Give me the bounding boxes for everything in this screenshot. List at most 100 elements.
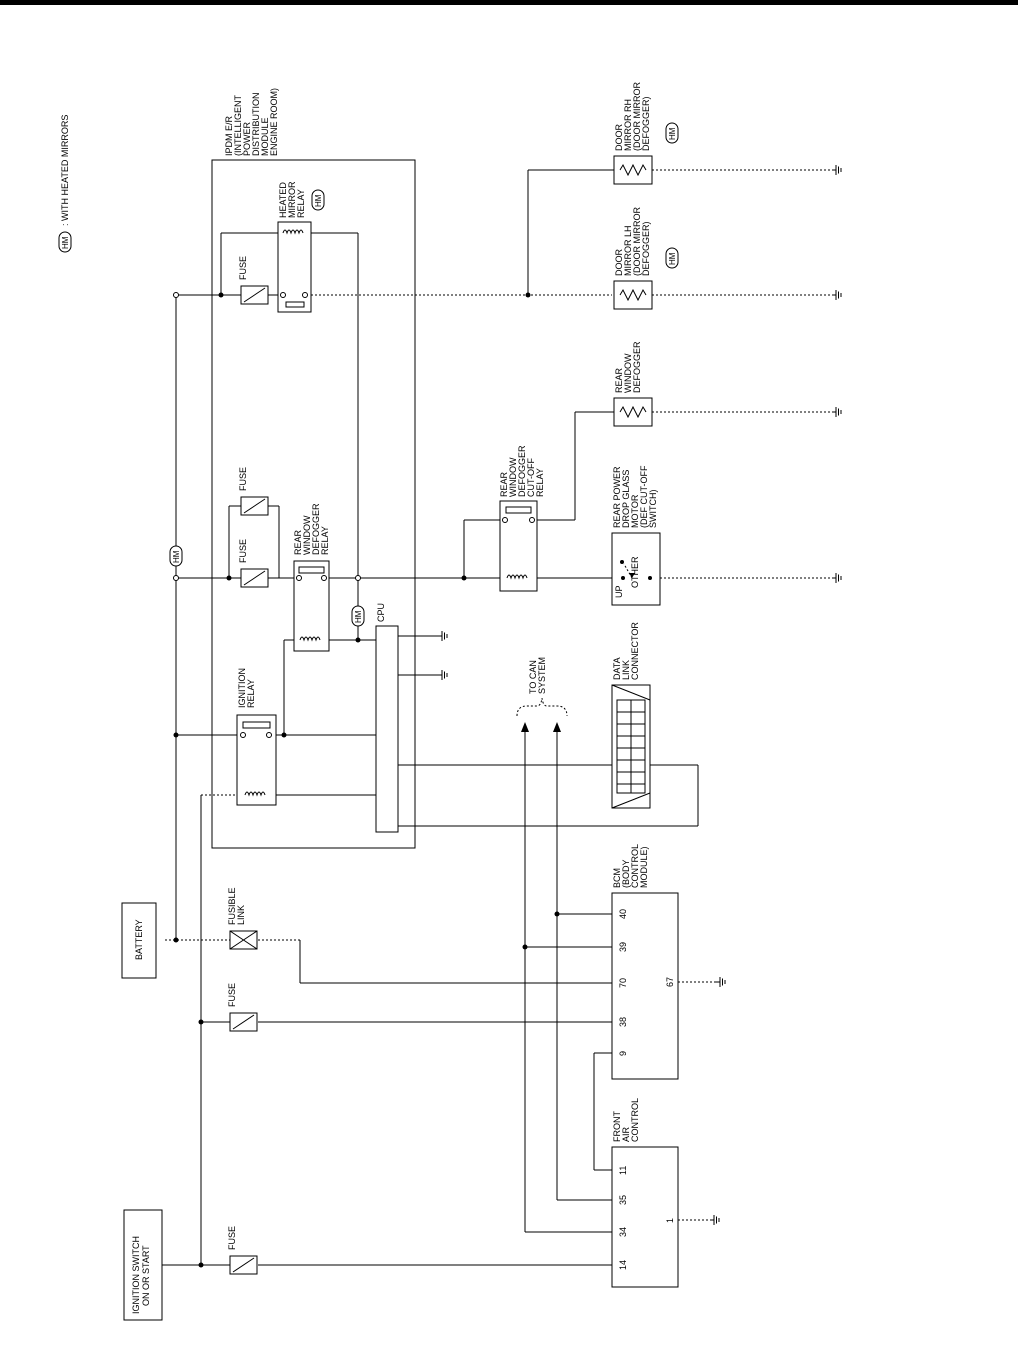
bcm-pin: 38 [618, 1017, 628, 1027]
svg-text:SYSTEM: SYSTEM [537, 657, 547, 694]
rear-window-defogger-relay: REAR WINDOW DEFOGGER RELAY [293, 503, 330, 652]
svg-text:FUSE: FUSE [227, 983, 237, 1007]
legend-text: : WITH HEATED MIRRORS [60, 115, 70, 226]
fac-pin: 11 [618, 1166, 628, 1175]
svg-text:IGNITION SWITCH: IGNITION SWITCH [131, 1236, 141, 1314]
svg-text:CONTROL: CONTROL [630, 844, 640, 888]
svg-text:IGNITION: IGNITION [237, 668, 247, 708]
svg-text:RELAY: RELAY [320, 526, 330, 555]
svg-text:(DOOR MIRROR: (DOOR MIRROR [632, 82, 642, 151]
svg-text:FUSIBLE: FUSIBLE [227, 887, 237, 925]
fuse-ignition: FUSE [227, 1226, 258, 1275]
bcm-pin: 67 [665, 977, 675, 987]
svg-text:ON OR START: ON OR START [141, 1245, 151, 1306]
svg-text:REAR: REAR [614, 367, 624, 393]
svg-text:FUSE: FUSE [227, 1226, 237, 1250]
page-top-rule [0, 0, 1018, 5]
legend-badge: HM [61, 236, 70, 249]
svg-text:HM: HM [354, 610, 363, 623]
svg-text:(DEF CUT-OFF: (DEF CUT-OFF [639, 465, 649, 528]
svg-text:WINDOW: WINDOW [302, 515, 312, 555]
svg-text:CPU: CPU [376, 603, 386, 622]
svg-text:SWITCH): SWITCH) [648, 490, 658, 529]
svg-text:FUSE: FUSE [238, 467, 248, 491]
svg-text:BATTERY: BATTERY [134, 919, 144, 960]
svg-text:DEFOGGER: DEFOGGER [632, 341, 642, 393]
bcm-pin: 39 [618, 942, 628, 952]
svg-text:BCM: BCM [612, 868, 622, 888]
svg-text:ENGINE ROOM): ENGINE ROOM) [269, 88, 279, 156]
svg-text:WINDOW: WINDOW [508, 457, 518, 497]
fac-pin: 14 [618, 1260, 628, 1270]
svg-text:(DOOR MIRROR: (DOOR MIRROR [632, 207, 642, 276]
front-air-control-box: FRONT AIR CONTROL 11 35 34 14 1 [611, 1098, 679, 1288]
svg-text:DROP GLASS: DROP GLASS [621, 470, 631, 528]
svg-text:LINK: LINK [236, 905, 246, 925]
svg-text:REAR: REAR [499, 471, 509, 497]
svg-text:WINDOW: WINDOW [623, 353, 633, 393]
svg-text:DATA: DATA [612, 657, 622, 680]
svg-text:MIRROR RH: MIRROR RH [623, 99, 633, 151]
svg-text:RELAY: RELAY [535, 468, 545, 497]
svg-text:HM: HM [172, 550, 181, 563]
door-mirror-lh: DOOR MIRROR LH (DOOR MIRROR DEFOGGER) [613, 207, 653, 310]
svg-text:DISTRIBUTION: DISTRIBUTION [251, 92, 261, 156]
bcm-pin: 70 [618, 978, 628, 988]
fac-pin: 34 [618, 1227, 628, 1237]
svg-text:FUSE: FUSE [238, 539, 248, 563]
svg-text:FUSE: FUSE [238, 256, 248, 280]
svg-text:CUT-OFF: CUT-OFF [526, 458, 536, 497]
svg-text:MODULE: MODULE [260, 117, 270, 156]
svg-text:LINK: LINK [621, 660, 631, 680]
fusible-link: FUSIBLE LINK [227, 887, 258, 950]
svg-text:(INTELLIGENT: (INTELLIGENT [233, 94, 243, 156]
rear-window-defogger: REAR WINDOW DEFOGGER [613, 341, 653, 427]
svg-text:CONTROL: CONTROL [630, 1098, 640, 1142]
svg-text:CONNECTOR: CONNECTOR [630, 622, 640, 680]
fac-pin: 1 [665, 1218, 675, 1223]
ipdm-label: IPDM E/R (INTELLIGENT POWER DISTRIBUTION… [224, 88, 279, 156]
to-can-system-label: TO CAN SYSTEM [528, 657, 547, 694]
data-link-connector: DATA LINK CONNECTOR [611, 622, 651, 809]
svg-text:OTHER: OTHER [630, 556, 640, 588]
fuse-defogger-upper: FUSE [238, 467, 269, 516]
cpu-block: CPU [375, 603, 399, 833]
svg-text:REAR: REAR [293, 529, 303, 555]
junction-dots [173, 292, 560, 1268]
svg-text:POWER: POWER [242, 121, 252, 156]
ignition-relay: IGNITION RELAY [236, 668, 277, 806]
svg-text:IPDM E/R: IPDM E/R [224, 115, 234, 156]
hm-badge: HM [311, 189, 325, 211]
svg-text:MIRROR LH: MIRROR LH [623, 225, 633, 276]
hm-badge: HM [351, 605, 365, 627]
svg-text:RELAY: RELAY [296, 189, 306, 218]
svg-text:MOTOR: MOTOR [630, 494, 640, 528]
svg-text:DOOR: DOOR [614, 123, 624, 151]
legend: HM : WITH HEATED MIRRORS [58, 115, 72, 253]
svg-text:FRONT: FRONT [612, 1111, 622, 1142]
svg-text:DEFOGGER: DEFOGGER [311, 503, 321, 555]
hm-badge: HM [665, 247, 679, 269]
heated-mirror-relay: HEATED MIRROR RELAY [277, 181, 312, 313]
bcm-box: BCM (BODY CONTROL MODULE) 40 39 70 38 9 … [611, 844, 679, 1080]
svg-text:HEATED: HEATED [278, 182, 288, 218]
fuse-defogger-lower: FUSE [238, 539, 269, 588]
svg-text:REAR POWER: REAR POWER [612, 466, 622, 528]
bcm-pin: 9 [618, 1051, 628, 1056]
fuse-bcm: FUSE [227, 983, 258, 1032]
svg-text:MODULE): MODULE) [639, 846, 649, 888]
svg-text:AIR: AIR [621, 1126, 631, 1142]
hm-badge: HM [665, 122, 679, 144]
svg-text:HM: HM [668, 252, 677, 265]
fac-pin: 35 [618, 1195, 628, 1205]
svg-text:DOOR: DOOR [614, 248, 624, 276]
svg-text:HM: HM [314, 194, 323, 207]
svg-text:UP: UP [614, 585, 624, 598]
rwd-cutoff-relay: REAR WINDOW DEFOGGER CUT-OFF RELAY [499, 445, 545, 592]
svg-text:TO CAN: TO CAN [528, 660, 538, 694]
hm-badge: HM [169, 545, 183, 567]
svg-text:DEFOGGER): DEFOGGER) [641, 221, 651, 276]
svg-text:HM: HM [668, 127, 677, 140]
ignition-switch-box: IGNITION SWITCH ON OR START [123, 1209, 163, 1321]
